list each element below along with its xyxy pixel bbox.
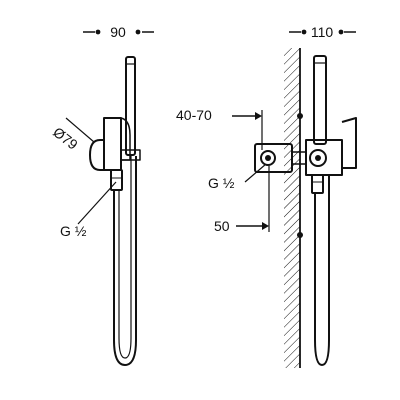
dim-front-width <box>289 29 356 35</box>
hose-connector <box>110 169 123 191</box>
hose <box>113 156 137 366</box>
label-thread-left: G ½ <box>60 223 87 239</box>
dim-side-width <box>83 29 154 35</box>
holder-body <box>103 117 122 171</box>
inlet-box <box>254 143 293 173</box>
front-holder-body <box>305 139 343 176</box>
label-inlet-offset: 50 <box>214 218 230 234</box>
front-hand-shower <box>313 55 327 145</box>
front-view <box>232 29 357 368</box>
label-diameter: Ø79 <box>50 124 81 153</box>
label-thread-right: G ½ <box>208 175 235 191</box>
label-front-width: 110 <box>311 24 334 40</box>
inlet-circle <box>260 150 276 166</box>
wall-flange <box>89 139 105 171</box>
outlet-circle <box>309 149 327 167</box>
label-side-width: 90 <box>110 24 126 40</box>
side-view <box>65 29 154 366</box>
front-hose <box>314 175 330 366</box>
label-projection-range: 40-70 <box>176 107 212 123</box>
wall-hatching <box>284 48 300 368</box>
